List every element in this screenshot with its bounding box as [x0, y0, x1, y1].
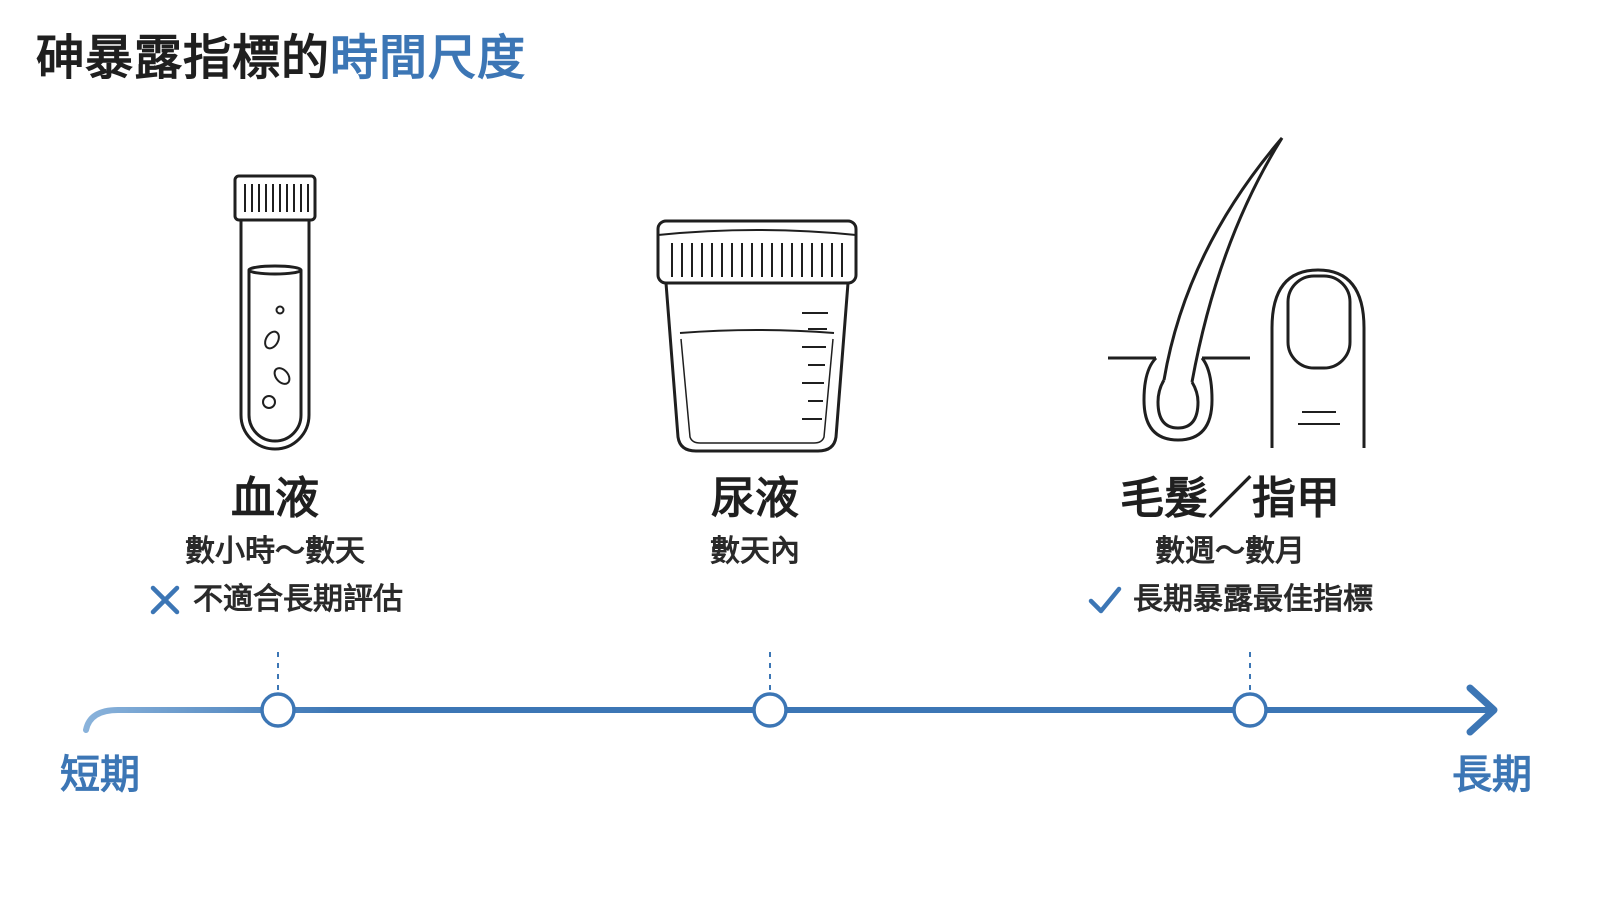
urine-label: 尿液 — [711, 473, 799, 524]
axis-end-label: 長期 — [1452, 752, 1532, 798]
blood-period: 數小時～數天 — [185, 534, 365, 569]
blood-label: 血液 — [231, 473, 319, 524]
urine-column: 尿液 數天內 — [600, 472, 910, 572]
axis-start-label: 短期 — [60, 752, 140, 798]
hair-nail-column: 毛髮／指甲 數週～數月 長期暴露最佳指標 — [1045, 472, 1415, 620]
check-icon — [1088, 586, 1122, 614]
urine-node — [752, 692, 788, 728]
test-tube-icon — [233, 174, 317, 451]
hair-nail-note: 長期暴露最佳指標 — [1045, 580, 1415, 620]
specimen-cup-icon — [656, 219, 858, 453]
hair-nail-period: 數週～數月 — [1155, 534, 1305, 569]
title-accent: 時間尺度 — [330, 30, 527, 86]
blood-node — [260, 692, 296, 728]
title-main: 砷暴露指標的 — [36, 30, 331, 86]
timeline-line — [83, 707, 1491, 733]
hair-nail-label: 毛髮／指甲 — [1120, 473, 1340, 524]
hair-nail-node — [1232, 692, 1268, 728]
blood-column: 血液 數小時～數天 不適合長期評估 — [115, 472, 435, 620]
timeline-arrowhead — [1466, 684, 1498, 736]
cross-icon — [150, 585, 180, 615]
blood-note-text: 不適合長期評估 — [193, 582, 403, 617]
blood-note: 不適合長期評估 — [115, 580, 435, 620]
page-title: 砷暴露指標的時間尺度 — [36, 28, 526, 88]
urine-period: 數天內 — [710, 534, 800, 569]
hair-nail-note-text: 長期暴露最佳指標 — [1133, 582, 1373, 617]
hair-and-nail-icon — [1108, 137, 1366, 448]
